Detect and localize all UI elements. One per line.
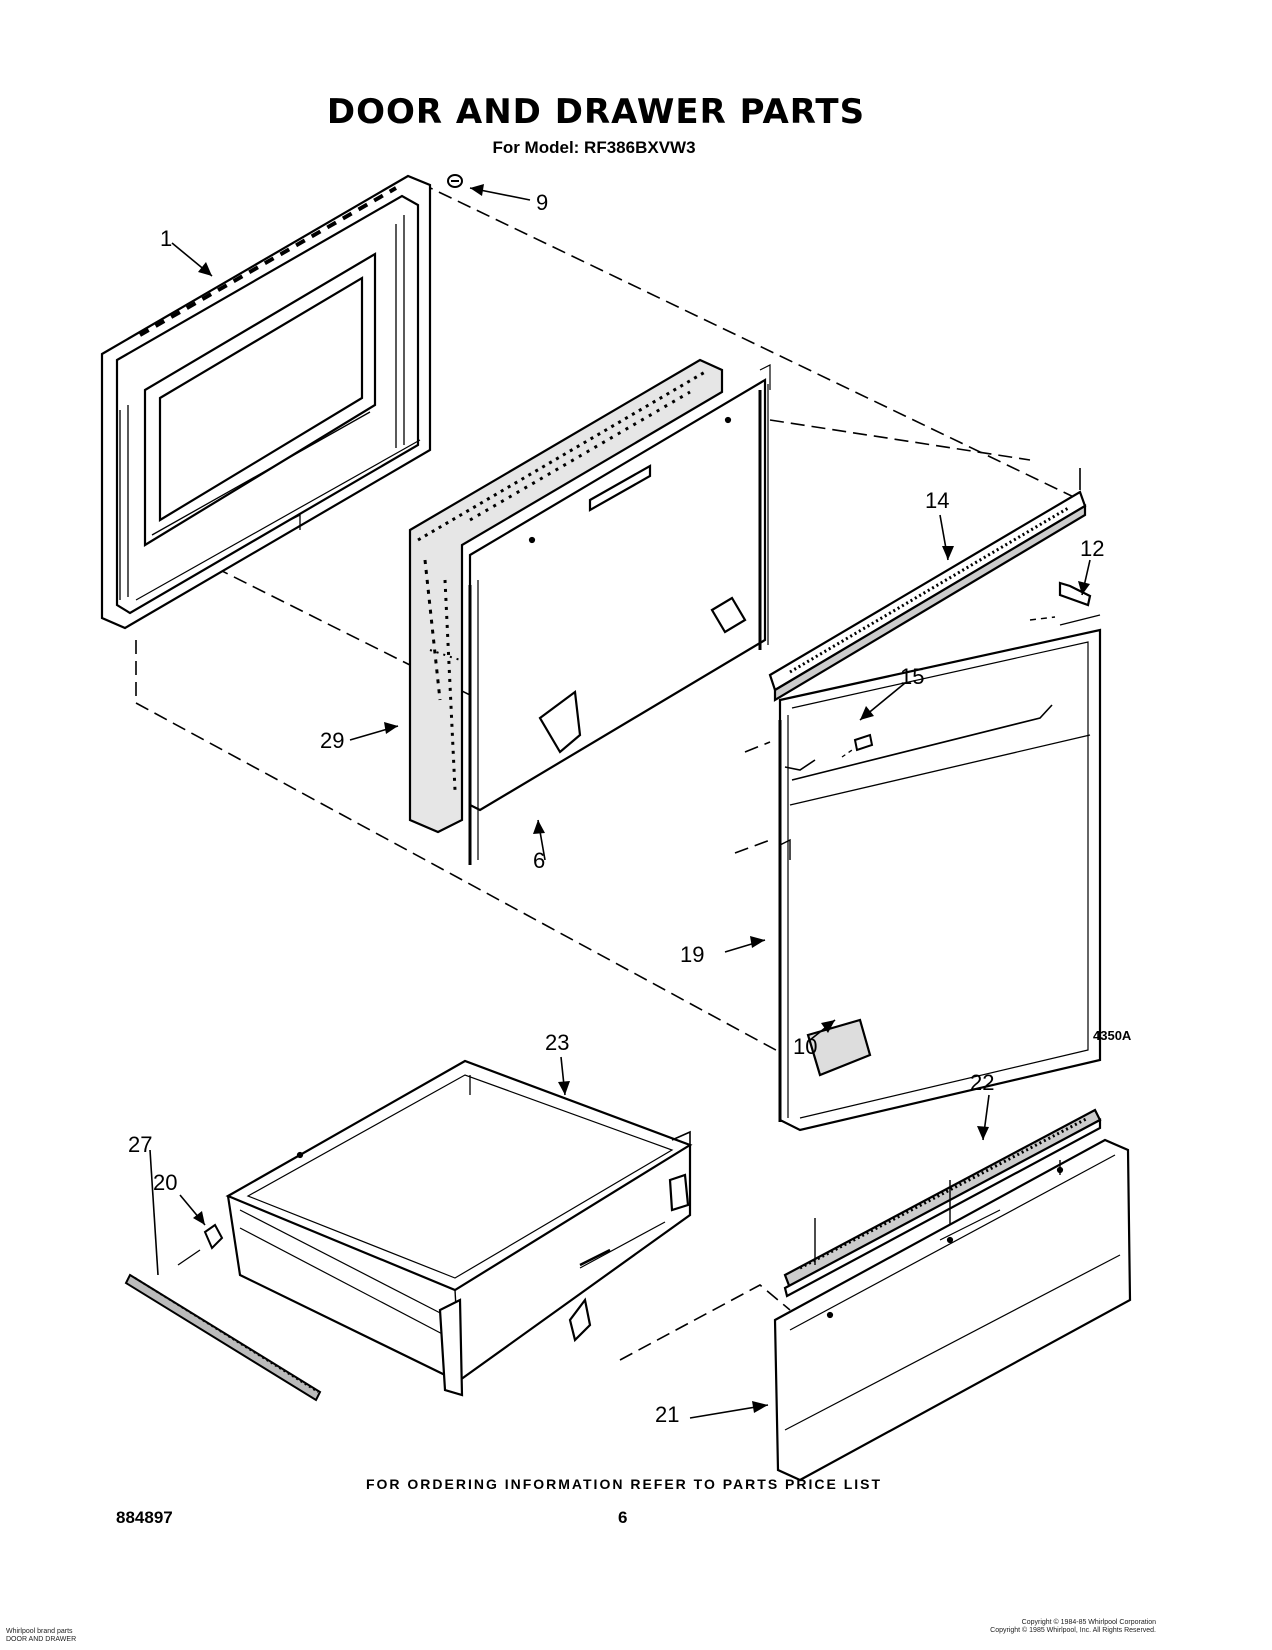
part-screw: [448, 175, 462, 187]
callout-21: 21: [655, 1402, 680, 1427]
callout-22: 22: [970, 1070, 995, 1095]
part-handle-bracket: [1030, 583, 1090, 620]
callout-arrowheads: [193, 184, 1090, 1413]
fine-print-left-line: DOOR AND DRAWER: [6, 1636, 77, 1643]
part-outer-door-panel: [780, 615, 1100, 1130]
part-oven-door-frame: [102, 176, 430, 628]
callout-6: 6: [533, 848, 546, 873]
ordering-info-note: FOR ORDERING INFORMATION REFER TO PARTS …: [365, 1476, 883, 1492]
fine-print-right: Copyright © 1984-85 Whirlpool Corporatio…: [990, 1619, 1156, 1635]
fine-print-left-line: Whirlpool brand parts: [6, 1628, 73, 1635]
part-drawer-front: [775, 1140, 1130, 1480]
callout-1: 1: [160, 226, 173, 251]
callout-19: 19: [680, 942, 705, 967]
part-inner-door-panel: [470, 365, 770, 865]
callout-9: 9: [536, 190, 549, 215]
callout-23: 23: [545, 1030, 570, 1055]
model-subtitle: For Model: RF386BXVW3: [492, 138, 696, 157]
part-drawer-rail: [126, 1275, 320, 1400]
part-drawer-trim: [785, 1110, 1100, 1296]
page-number: 6: [618, 1508, 628, 1527]
fine-print-right-line: Copyright © 1984-85 Whirlpool Corporatio…: [1021, 1619, 1156, 1626]
page-title: DOOR AND DRAWER PARTS: [326, 92, 866, 132]
callout-29: 29: [320, 728, 345, 753]
part-insulation: [410, 360, 722, 832]
callout-27: 27: [128, 1132, 153, 1157]
callout-10: 10: [793, 1034, 818, 1059]
part-door-clip: [842, 735, 872, 757]
part-drawer-glide: [178, 1225, 222, 1265]
fine-print-left: Whirlpool brand parts DOOR AND DRAWER: [6, 1628, 76, 1644]
callout-20: 20: [153, 1170, 178, 1195]
part-door-top-trim: [770, 468, 1085, 700]
callout-15: 15: [900, 664, 925, 689]
figure-code: 4350A: [1093, 1028, 1132, 1043]
fine-print-right-line: Copyright © 1985 Whirlpool, Inc. All Rig…: [990, 1627, 1156, 1634]
document-number: 884897: [116, 1508, 173, 1527]
callout-14: 14: [925, 488, 950, 513]
callout-12: 12: [1080, 536, 1105, 561]
part-drawer-body: [228, 1061, 690, 1395]
